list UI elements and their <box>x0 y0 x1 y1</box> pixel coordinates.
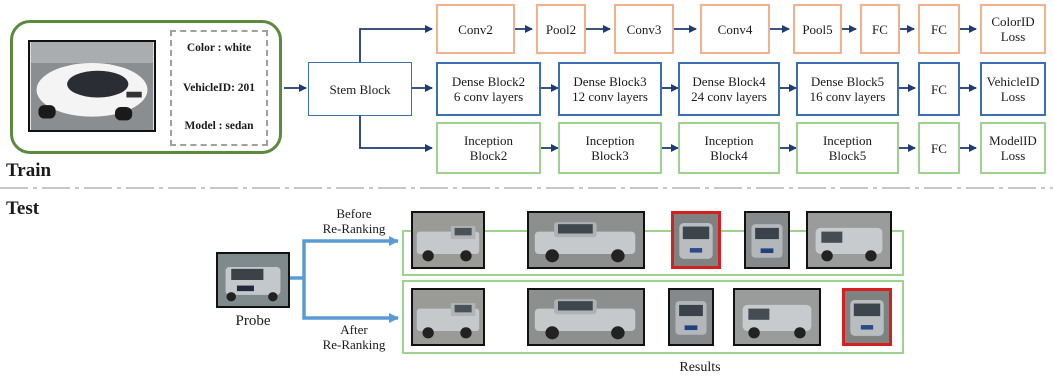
after-result-3 <box>668 288 714 346</box>
conv3-block: Conv3 <box>614 4 674 54</box>
after-results-panel <box>402 280 904 354</box>
fc-block-green: FC <box>918 122 960 174</box>
before-result-5 <box>806 211 892 269</box>
modelid-loss-block: ModelID Loss <box>980 122 1046 174</box>
model-label: Model : sedan <box>184 120 254 132</box>
vehicleid-loss-block: VehicleID Loss <box>980 62 1046 116</box>
conv2-block: Conv2 <box>436 4 515 54</box>
before-results-panel <box>402 230 904 276</box>
fc-block-orange-2: FC <box>918 4 960 54</box>
inception-block2: Inception Block2 <box>436 122 541 174</box>
fc-block-orange-1: FC <box>860 4 900 54</box>
probe-truck-image <box>218 254 288 306</box>
truck-front-image <box>670 290 712 344</box>
truck-front-image <box>746 213 788 267</box>
probe-image <box>216 252 290 308</box>
truck-angle-image <box>529 213 643 267</box>
truck-top-image <box>808 213 890 267</box>
dense-block2: Dense Block2 6 conv layers <box>436 62 541 116</box>
inception-block5: Inception Block5 <box>796 122 899 174</box>
after-result-2 <box>527 288 645 346</box>
van-rear-image <box>845 291 889 343</box>
white-sedan-image <box>30 42 154 130</box>
dense-block5: Dense Block5 16 conv layers <box>796 62 899 116</box>
input-car-image <box>28 40 156 132</box>
colorid-loss-block: ColorID Loss <box>980 4 1046 54</box>
before-result-1 <box>411 211 485 269</box>
before-result-2 <box>527 211 645 269</box>
truck-side-image <box>413 290 483 344</box>
vehicle-id-label: VehicleID: 201 <box>182 82 256 94</box>
after-result-4 <box>733 288 821 346</box>
stem-block: Stem Block <box>308 62 412 116</box>
conv4-block: Conv4 <box>700 4 770 54</box>
after-result-5-mismatch <box>842 288 892 346</box>
probe-label: Probe <box>235 313 271 329</box>
before-result-3-mismatch <box>671 211 721 269</box>
before-result-4 <box>744 211 790 269</box>
after-reranking-label: After Re-Ranking <box>322 322 386 352</box>
truck-top-image <box>735 290 819 344</box>
results-label: Results <box>679 360 721 375</box>
input-attributes: Color : white VehicleID: 201 Model : sed… <box>170 30 268 146</box>
train-title: Train <box>6 160 52 181</box>
dense-block3: Dense Block3 12 conv layers <box>558 62 662 116</box>
after-result-1 <box>411 288 485 346</box>
truck-angle-image <box>529 290 643 344</box>
pool2-block: Pool2 <box>536 4 586 54</box>
inception-block3: Inception Block3 <box>558 122 662 174</box>
truck-side-image <box>413 213 483 267</box>
before-reranking-label: Before Re-Ranking <box>322 206 386 236</box>
dense-block4: Dense Block4 24 conv layers <box>678 62 780 116</box>
inception-block4: Inception Block4 <box>678 122 780 174</box>
color-label: Color : white <box>186 42 252 54</box>
pool5-block: Pool5 <box>793 4 842 54</box>
fc-block-blue: FC <box>918 62 960 116</box>
van-rear-image <box>674 214 718 266</box>
test-title: Test <box>6 198 40 219</box>
